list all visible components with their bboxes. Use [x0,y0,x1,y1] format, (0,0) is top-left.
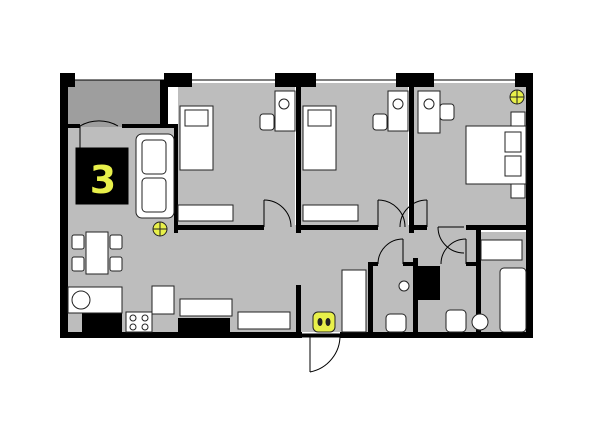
wall-interior [368,265,373,332]
balcony-floor [68,80,164,127]
wall-bottom [340,332,533,338]
wall-interior [296,225,378,230]
room-count-label: 3 [90,158,116,202]
corridor-furniture [179,269,367,333]
wall-interior [409,225,427,230]
pillow [504,131,522,153]
pillow [504,155,522,177]
wall-interior [174,128,178,233]
bathtub [499,267,527,333]
accent-markers [152,89,525,333]
wardrobe [341,269,367,333]
nightstand [510,183,526,199]
wall-block [82,313,122,332]
chair [439,103,455,121]
stove-burner [129,314,137,322]
radiator [480,239,523,261]
desk [417,90,441,134]
stove-burner [141,314,149,322]
wall-exterior-left [60,87,68,337]
door-entrance[interactable] [301,333,341,373]
wall-interior [476,230,481,332]
bedroom-1-furniture [177,90,296,222]
wall-block [178,318,230,332]
desk-lamp [278,98,290,110]
wall-interior [296,285,301,335]
stove [125,311,153,333]
door-toilet [377,238,404,265]
toilet-sink [398,280,410,292]
door-wc [440,238,467,265]
bedroom-3-furniture [417,90,527,261]
doors [79,120,467,373]
sofa-cushion [141,177,167,213]
toilet [385,313,407,333]
wall-interior [466,225,526,230]
desk [274,90,296,132]
wall-interior [368,262,378,266]
tv-stand [75,147,129,205]
walls [60,73,533,338]
shaft [418,266,440,300]
wall-balcony [68,124,80,128]
chair [372,113,388,131]
pillow [184,109,209,127]
wall-balcony-post [160,80,168,128]
wc-sink [471,313,489,331]
desk-lamp [392,98,404,110]
wall-exterior-right [526,87,533,337]
wall-pier [396,73,434,87]
wall-pier [515,73,533,87]
wall-interior [409,87,414,233]
chair [259,113,275,131]
door-corridor-east [437,226,465,254]
wall-balcony [122,124,178,128]
radiator [237,311,291,330]
bedroom-2-furniture [302,90,409,222]
radiator [177,204,234,222]
wall-interior [296,87,301,233]
sofa-cushion [141,139,167,175]
sink [71,290,91,310]
wall-pier [275,73,316,87]
wall-bottom [60,332,230,338]
stove-burner [129,323,137,331]
radiator [179,298,233,317]
wall-pier [164,73,192,87]
dining-table [85,231,109,275]
dining-chair [109,256,123,272]
desk [387,90,409,132]
dining-chair [71,234,85,250]
plant-icon [509,89,525,105]
footprints-icon [312,311,336,333]
dining-chair [71,256,85,272]
wall-interior [413,258,418,332]
pillow [307,109,332,127]
corridor-east-floor [368,225,480,265]
wall-bottom [230,332,302,338]
wall-interior [174,225,264,230]
dining-chair [109,234,123,250]
living-furniture [67,133,175,333]
bathroom-fixtures [385,267,527,333]
nightstand [510,111,526,127]
stove-burner [141,323,149,331]
door-bedroom-1 [263,199,292,228]
radiator [302,204,359,222]
wall-interior [403,262,418,266]
wall-pier [60,73,75,87]
plant-icon [152,221,168,237]
door-bedroom-3 [399,199,428,228]
fridge [151,285,175,315]
door-bedroom-2 [377,199,406,228]
desk-lamp [423,98,435,110]
toilet [445,309,467,333]
wall-interior [466,262,481,266]
